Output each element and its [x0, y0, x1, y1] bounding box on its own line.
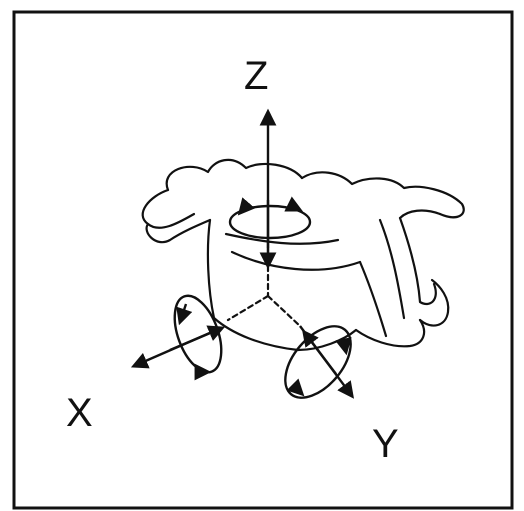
z-axis-label: Z [244, 54, 269, 98]
x-rotation-icon [173, 294, 223, 381]
z-rotation-icon [228, 196, 312, 240]
diagram-border [12, 10, 514, 510]
y-axis-arrow [299, 325, 355, 399]
vertebra-illustration [141, 158, 465, 352]
y-rotation-icon [284, 325, 352, 399]
y-axis-label: Y [372, 422, 399, 466]
x-axis-label: X [66, 391, 93, 435]
x-axis-arrow [130, 325, 226, 369]
